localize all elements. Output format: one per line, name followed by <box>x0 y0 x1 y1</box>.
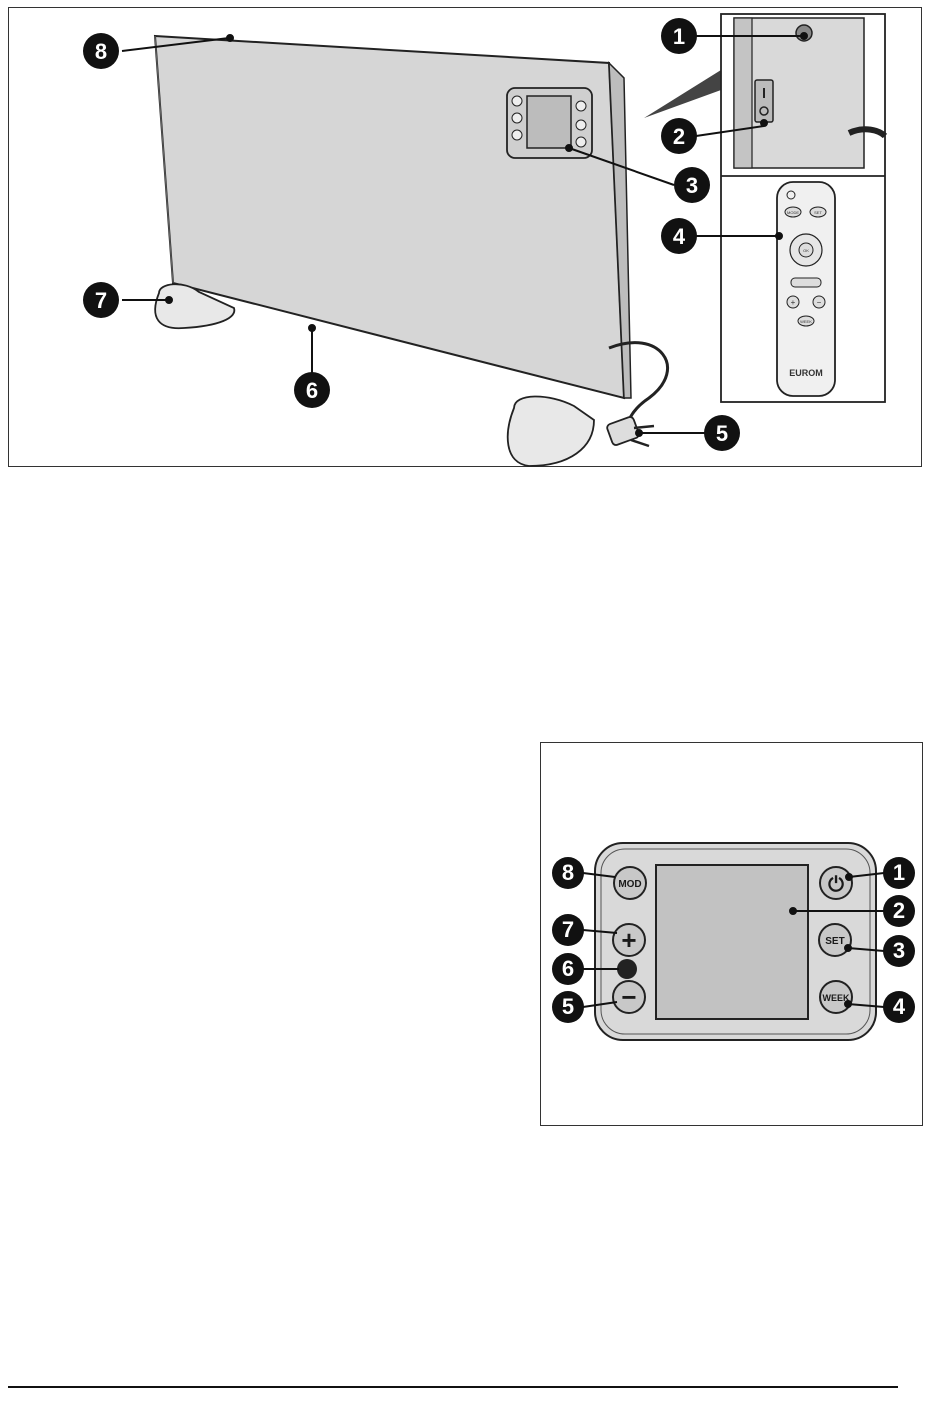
remote-ok-label: OK <box>803 248 809 253</box>
remote-plus-label: + <box>791 298 796 307</box>
callout-7: 7 <box>83 282 119 318</box>
remote-brand-logo: EUROM <box>789 368 823 378</box>
plus-button: + <box>613 924 645 956</box>
svg-text:2: 2 <box>893 898 905 923</box>
callout-2: 2 <box>661 118 697 154</box>
heater-display <box>527 96 571 148</box>
panel-callout-2: 2 <box>883 895 915 927</box>
svg-text:6: 6 <box>306 378 318 403</box>
svg-text:MOD: MOD <box>618 879 641 890</box>
callout-8: 8 <box>83 33 119 69</box>
svg-text:2: 2 <box>673 124 685 149</box>
panel-callout-5: 5 <box>552 991 584 1023</box>
side-switch-detail <box>734 18 885 168</box>
minus-button: − <box>613 981 645 1013</box>
svg-text:6: 6 <box>562 956 574 981</box>
power-button: ⏻ <box>820 867 852 899</box>
svg-text:8: 8 <box>562 860 574 885</box>
svg-text:4: 4 <box>893 994 906 1019</box>
svg-text:8: 8 <box>95 39 107 64</box>
panel-callout-7: 7 <box>552 914 584 946</box>
remote-week-label: WEEK <box>800 319 812 324</box>
lcd-display <box>656 865 808 1019</box>
footer-rule <box>8 1386 898 1388</box>
callout-1: 1 <box>661 18 697 54</box>
mod-button: MOD <box>614 867 646 899</box>
callout-6: 6 <box>294 372 330 408</box>
svg-text:+: + <box>621 925 636 955</box>
right-foot <box>508 396 594 466</box>
panel-callout-6: 6 <box>552 953 584 985</box>
svg-text:−: − <box>621 982 636 1012</box>
panel-callout-4: 4 <box>883 991 915 1023</box>
svg-text:7: 7 <box>562 917 574 942</box>
remote-mode-label: MODE <box>787 210 799 215</box>
svg-text:7: 7 <box>95 288 107 313</box>
svg-text:1: 1 <box>893 860 905 885</box>
panel-callout-1: 1 <box>883 857 915 889</box>
svg-text:1: 1 <box>673 24 685 49</box>
remote-set-label: SET <box>814 210 822 215</box>
svg-text:4: 4 <box>673 224 686 249</box>
power-plug <box>606 416 654 446</box>
callout-4: 4 <box>661 218 697 254</box>
svg-text:5: 5 <box>716 421 728 446</box>
panel-callout-8: 8 <box>552 857 584 889</box>
control-panel-figure: MOD + − ⏻ SET WEEK <box>540 742 923 1126</box>
remote-minus-label: − <box>817 298 822 307</box>
heater-overview-illustration: MODE SET OK + − WEEK EUROM 1 <box>9 8 923 468</box>
control-panel-illustration: MOD + − ⏻ SET WEEK <box>541 743 924 1127</box>
svg-text:5: 5 <box>562 994 574 1019</box>
remote-control: MODE SET OK + − WEEK EUROM <box>777 182 835 396</box>
indicator-light <box>617 959 637 979</box>
svg-text:3: 3 <box>893 938 905 963</box>
panel-callout-3: 3 <box>883 935 915 967</box>
heater-overview-figure: MODE SET OK + − WEEK EUROM 1 <box>8 7 922 467</box>
callout-3: 3 <box>674 167 710 203</box>
svg-text:3: 3 <box>686 173 698 198</box>
week-button: WEEK <box>820 981 852 1013</box>
power-icon: ⏻ <box>828 874 844 896</box>
svg-text:SET: SET <box>825 936 844 947</box>
callout-5: 5 <box>704 415 740 451</box>
detail-pointer <box>644 70 721 118</box>
